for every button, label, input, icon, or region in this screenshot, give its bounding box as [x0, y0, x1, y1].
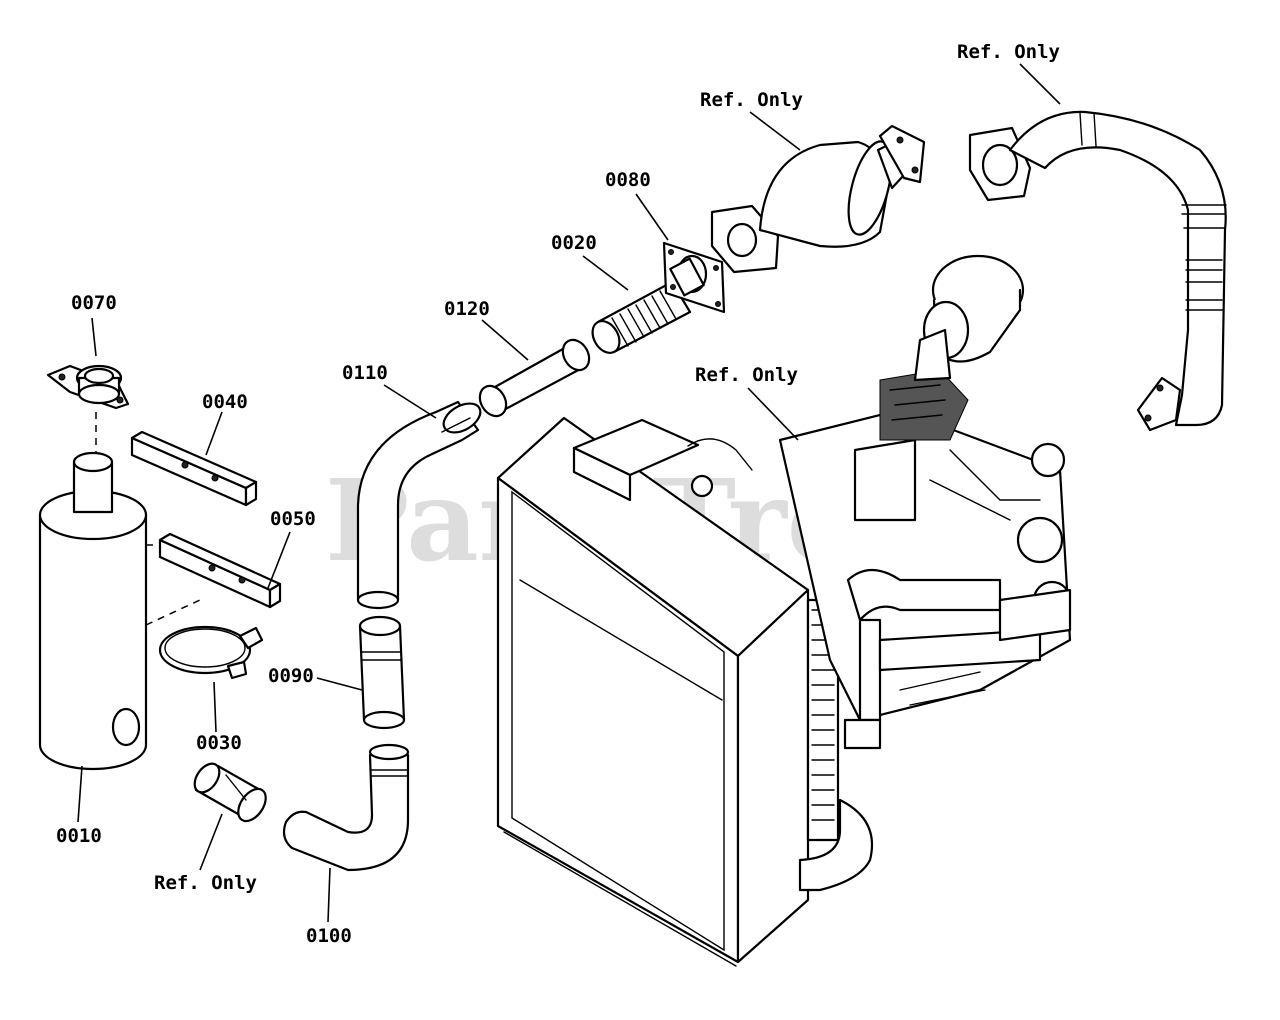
callout-0030[interactable]: 0030 — [196, 732, 242, 754]
part-0090-pipe-coupling[interactable] — [358, 615, 406, 730]
part-0050-bracket[interactable] — [158, 532, 282, 609]
callout-ref-only-engine: Ref. Only — [695, 364, 798, 386]
callout-0110[interactable]: 0110 — [342, 362, 388, 384]
callout-0080[interactable]: 0080 — [605, 169, 651, 191]
part-0030-clamp[interactable] — [158, 625, 264, 680]
callout-0050[interactable]: 0050 — [270, 508, 316, 530]
ref-only-exhaust-manifold-pipe — [968, 110, 1227, 432]
callout-0010[interactable]: 0010 — [56, 825, 102, 847]
callout-0020[interactable]: 0020 — [551, 232, 597, 254]
ref-only-engine-radiator-assembly — [496, 254, 1072, 967]
callout-ref-only-converter: Ref. Only — [700, 89, 803, 111]
callout-0070[interactable]: 0070 — [71, 292, 117, 314]
callout-0120[interactable]: 0120 — [444, 298, 490, 320]
leader-lines — [77, 63, 1061, 923]
part-0010-muffler[interactable] — [38, 451, 148, 771]
ref-only-catalytic-converter — [710, 124, 926, 274]
part-0080-flange[interactable] — [662, 241, 726, 314]
callout-labels: 0070 0040 0050 0030 0010 Ref. Only 0100 … — [56, 41, 1060, 947]
callout-0040[interactable]: 0040 — [202, 391, 248, 413]
part-0070-rain-cap[interactable] — [46, 364, 130, 410]
part-0100-elbow-pipe[interactable] — [282, 743, 410, 872]
callout-0100[interactable]: 0100 — [306, 925, 352, 947]
part-0120-tube[interactable] — [475, 335, 595, 421]
callout-ref-only-lower-left: Ref. Only — [154, 872, 257, 894]
callout-ref-only-manifold: Ref. Only — [957, 41, 1060, 63]
ref-only-connector-lower-left — [193, 762, 267, 823]
part-0040-bracket[interactable] — [130, 430, 258, 507]
part-0110-elbow-pipe[interactable] — [356, 398, 485, 610]
part-0020-flex-bellows[interactable] — [587, 280, 692, 358]
callout-0090[interactable]: 0090 — [268, 665, 314, 687]
